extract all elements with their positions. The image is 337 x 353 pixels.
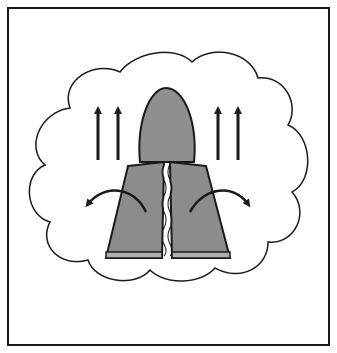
curved-outward-arrow-icon bbox=[85, 189, 148, 213]
curved-outward-arrow-icon bbox=[188, 189, 251, 213]
wavy-seam-icon bbox=[163, 163, 171, 258]
rounded-head-icon bbox=[138, 86, 196, 163]
garment-left-panel-icon bbox=[104, 160, 166, 259]
